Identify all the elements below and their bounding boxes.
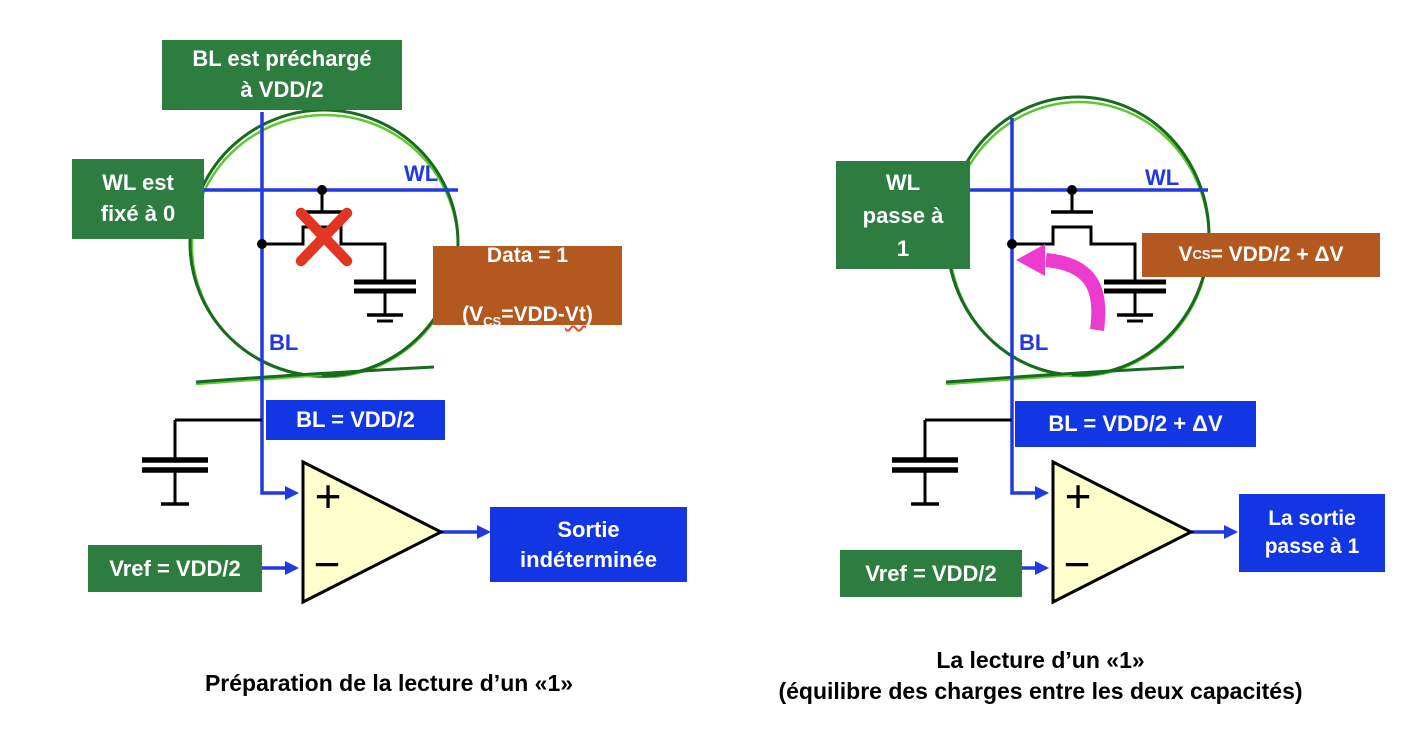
left-bl-line-label: BL (269, 330, 299, 355)
vcs-post: = VDD/2 + ΔV (1210, 243, 1344, 266)
right-storage-capacitor (1104, 279, 1166, 323)
left-wl-line-label: WL (404, 161, 439, 186)
right-sense-amplifier (1051, 459, 1195, 605)
right-output-box: La sortie passe à 1 (1239, 494, 1385, 572)
left-red-x-icon (295, 207, 353, 267)
right-bl-value-box: BL = VDD/2 + ΔV (1015, 401, 1256, 447)
vcs-mid: =VDD- (501, 303, 565, 327)
left-caption: Préparation de la lecture d’un «1» (204, 670, 574, 696)
right-bitline-capacitor (892, 418, 1012, 506)
left-precharge-label-box: BL est préchargé à VDD/2 (162, 40, 402, 110)
right-comparator-minus-sign: − (1063, 538, 1091, 590)
vcs-sub: CS (483, 314, 502, 330)
left-sense-amplifier (301, 459, 445, 605)
right-access-transistor (1007, 185, 1137, 282)
vcs-post: ) (585, 303, 593, 327)
vcs-pre: V (1178, 243, 1193, 266)
right-comparator-plus-sign: + (1064, 470, 1092, 522)
left-access-transistor (257, 185, 387, 282)
right-bl-line-label: BL (1019, 330, 1049, 355)
left-storage-capacitor (354, 279, 416, 323)
data-value-line1: Data = 1 (486, 244, 569, 268)
left-bl-value-box: BL = VDD/2 (266, 400, 445, 440)
left-comparator-plus-sign: + (314, 470, 342, 522)
right-wl-line-label: WL (1145, 165, 1180, 190)
left-wl-state-box: WL est fixé à 0 (72, 159, 204, 239)
left-comparator-minus-sign: − (313, 538, 341, 590)
left-highlight-ellipse (188, 108, 460, 386)
left-data-value-box: Data = 1 (VCS=VDD-Vt) (433, 244, 622, 328)
data-value-line2: (VCS=VDD-Vt) (462, 271, 593, 330)
left-bitline-capacitor (142, 418, 262, 506)
right-caption: La lecture d’un «1» (équilibre des charg… (778, 647, 1303, 705)
vcs-pre: (V (462, 303, 484, 327)
right-wl-state-box: WL passe à 1 (836, 161, 970, 269)
left-output-box: Sortie indéterminée (490, 507, 687, 582)
right-charge-transfer-arrow-icon (1016, 244, 1106, 331)
vcs-vt: Vt (564, 303, 586, 327)
right-vref-box: Vref = VDD/2 (840, 550, 1022, 597)
left-vref-box: Vref = VDD/2 (88, 545, 262, 592)
